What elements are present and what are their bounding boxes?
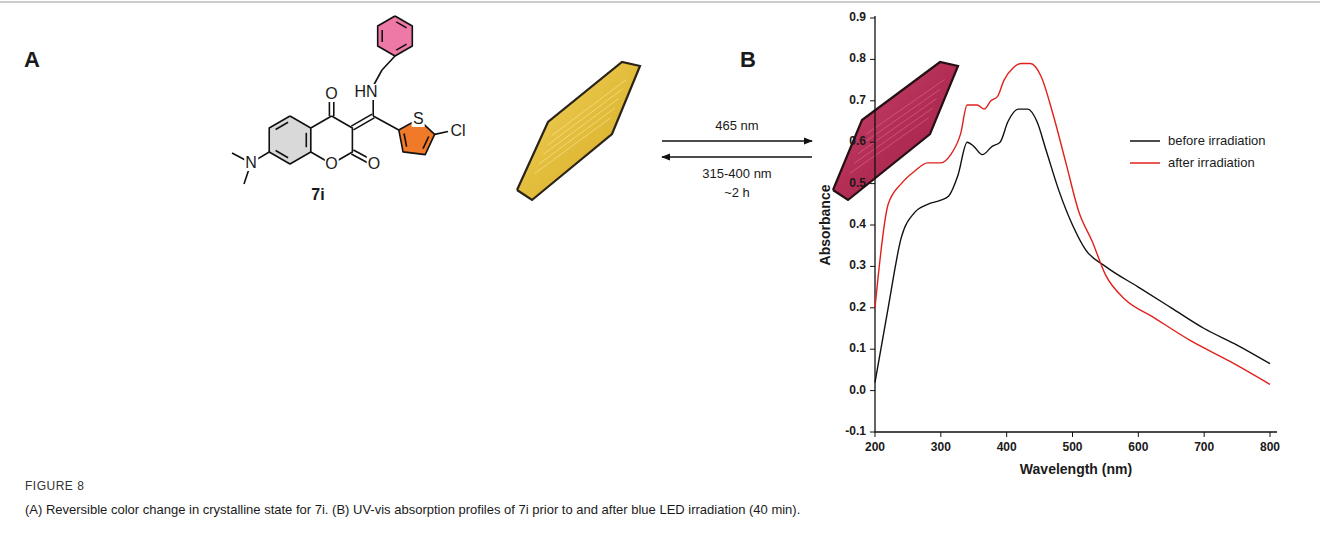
y-tick-label: 0.4 xyxy=(849,218,866,231)
y-tick xyxy=(870,18,875,19)
bond xyxy=(423,137,429,149)
y-tick xyxy=(870,390,875,391)
y-tick xyxy=(870,432,875,433)
crystal-streak xyxy=(858,99,936,154)
panel-letter: B xyxy=(740,48,756,72)
bond xyxy=(373,116,399,130)
reverse-arrow xyxy=(662,156,812,158)
y-tick-label: 0.5 xyxy=(849,177,866,190)
bond xyxy=(276,122,288,129)
y-tick xyxy=(870,59,875,60)
y-tick xyxy=(870,349,875,350)
atom-label: Cl xyxy=(449,123,466,139)
top-rule xyxy=(0,1,1320,3)
arrow-label: 465 nm xyxy=(715,119,758,133)
atom-label: O xyxy=(324,156,338,172)
legend-label: before irradiation xyxy=(1168,134,1266,148)
x-tick-label: 200 xyxy=(865,441,885,454)
y-tick-label: 0.8 xyxy=(849,53,866,66)
axis-title: Wavelength (nm) xyxy=(1020,462,1132,477)
bond xyxy=(404,133,407,146)
y-tick xyxy=(870,183,875,184)
x-tick-label: 400 xyxy=(997,441,1017,454)
x-tick xyxy=(875,432,876,437)
bond xyxy=(396,22,406,28)
x-tick-label: 500 xyxy=(1062,441,1082,454)
axis-title: Absorbance xyxy=(818,185,833,266)
y-tick-label: 0.2 xyxy=(849,301,866,314)
benzyl-ring xyxy=(378,16,413,56)
bond xyxy=(381,30,383,42)
x-tick xyxy=(1270,432,1271,437)
bond xyxy=(351,114,372,126)
panel-letter: A xyxy=(24,48,40,72)
x-tick xyxy=(1072,432,1073,437)
x-tick xyxy=(1204,432,1205,437)
structure-7i xyxy=(232,16,448,184)
uv-vis-chart xyxy=(870,16,1277,437)
y-tick xyxy=(870,266,875,267)
x-tick xyxy=(940,432,941,437)
y-tick xyxy=(870,142,875,143)
figure-title: FIGURE 8 xyxy=(25,480,84,493)
before-curve xyxy=(875,109,1270,382)
arrow-label: ~2 h xyxy=(724,186,750,200)
bond xyxy=(276,151,288,158)
atom-label: HN xyxy=(353,84,378,100)
crystal-streak xyxy=(543,99,618,155)
forward-arrow xyxy=(662,140,812,142)
y-tick-label: 0.6 xyxy=(849,136,866,149)
y-tick-label: 0.7 xyxy=(849,94,866,107)
atom-label: O xyxy=(367,156,381,172)
yellow-crystal xyxy=(517,62,640,200)
y-tick-label: 0.9 xyxy=(849,11,866,24)
x-tick-label: 600 xyxy=(1128,441,1148,454)
legend-sample xyxy=(1130,162,1160,164)
y-tick xyxy=(870,100,875,101)
bond xyxy=(396,44,406,50)
compound-number: 7i xyxy=(311,186,324,204)
x-tick-label: 700 xyxy=(1194,441,1214,454)
crystal-streak xyxy=(534,118,610,174)
atom-label: N xyxy=(244,155,258,171)
y-tick xyxy=(870,225,875,226)
atom-label: O xyxy=(324,86,338,102)
y-tick-label: 0.0 xyxy=(849,384,866,397)
crystal-streak xyxy=(866,80,944,134)
bond xyxy=(305,133,307,147)
x-tick xyxy=(1138,432,1139,437)
y-tick-label: 0.3 xyxy=(849,260,866,273)
y-tick-label: -0.1 xyxy=(845,425,866,438)
after-curve xyxy=(875,64,1270,385)
crystal-streak xyxy=(862,89,940,144)
chart-axes xyxy=(875,16,1277,432)
figure-caption: (A) Reversible color change in crystalli… xyxy=(25,503,1295,517)
bond xyxy=(382,56,395,70)
legend-sample xyxy=(1130,140,1160,142)
arrow-label: 315-400 nm xyxy=(702,167,771,181)
x-tick-label: 300 xyxy=(931,441,951,454)
legend-label: after irradiation xyxy=(1168,156,1255,170)
atom-label: S xyxy=(412,111,425,127)
y-tick xyxy=(870,307,875,308)
x-tick-label: 800 xyxy=(1260,441,1280,454)
bond xyxy=(435,132,448,135)
crystal-streak xyxy=(850,118,929,174)
benzo-ring xyxy=(269,116,311,164)
crystal-streak xyxy=(539,108,615,164)
y-tick-label: 0.1 xyxy=(849,343,866,356)
magenta-crystal xyxy=(833,62,958,200)
x-tick xyxy=(1006,432,1007,437)
